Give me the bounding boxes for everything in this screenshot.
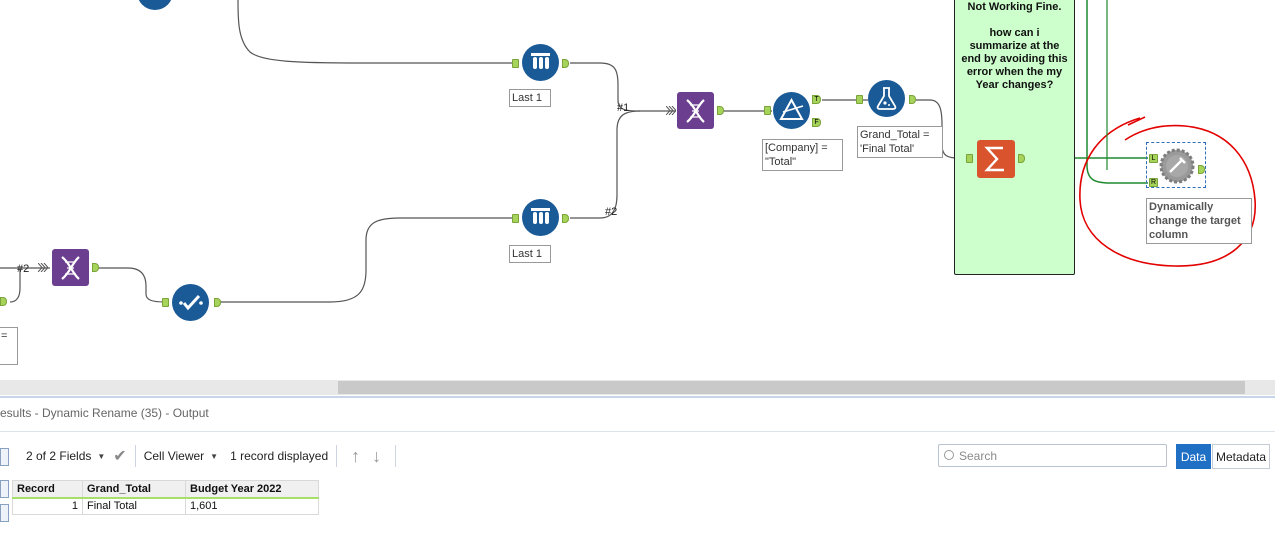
dynamic-rename-icon bbox=[1158, 147, 1196, 185]
summarize-icon bbox=[977, 140, 1015, 178]
output-anchor[interactable] bbox=[562, 59, 569, 68]
arrow-down-icon[interactable]: ↓ bbox=[372, 445, 382, 466]
sample-bottom-annotation: Last 1 bbox=[509, 245, 551, 263]
formula-tool[interactable] bbox=[856, 80, 920, 120]
cell-viewer-label: Cell Viewer bbox=[143, 449, 205, 463]
input-anchor[interactable] bbox=[512, 59, 519, 68]
chevron-down-icon: ▼ bbox=[210, 451, 219, 461]
rail-list-icon[interactable] bbox=[0, 480, 9, 498]
wire-label-left: #2 bbox=[17, 263, 30, 275]
true-label: T bbox=[814, 96, 819, 103]
union-tool-left[interactable] bbox=[38, 249, 102, 289]
toolbar-divider bbox=[336, 445, 338, 467]
left-partial-annotation: = bbox=[0, 327, 18, 365]
multi-input-anchor[interactable] bbox=[666, 106, 676, 115]
output-anchor[interactable] bbox=[1198, 165, 1205, 174]
wire-label-1: #1 bbox=[617, 102, 630, 114]
records-displayed: 1 record displayed bbox=[230, 449, 329, 463]
results-side-rail bbox=[0, 436, 10, 536]
input-anchor[interactable] bbox=[966, 154, 973, 163]
output-anchor[interactable] bbox=[92, 263, 99, 272]
dynamic-rename-tool[interactable]: L R bbox=[1146, 142, 1208, 190]
filter-tool[interactable]: T F bbox=[764, 92, 826, 132]
sample-tool-top[interactable] bbox=[510, 44, 572, 84]
check-tool[interactable] bbox=[160, 284, 224, 324]
filter-true-anchor[interactable]: T bbox=[812, 95, 821, 104]
rename-left-anchor[interactable]: L bbox=[1149, 154, 1158, 163]
canvas-horizontal-scrollbar[interactable] bbox=[0, 380, 1275, 395]
checkmark-icon[interactable]: ✔ bbox=[113, 448, 127, 465]
results-grid[interactable]: Record Grand_Total Budget Year 2022 1 Fi… bbox=[12, 480, 319, 515]
workflow-canvas[interactable]: Last 1 Last 1 #1 #2 T F bbox=[0, 0, 1275, 380]
multi-input-anchor[interactable] bbox=[38, 263, 48, 272]
formula-icon bbox=[868, 80, 905, 117]
results-toolbar: 2 of 2 Fields ▼ ✔ Cell Viewer ▼ 1 record… bbox=[26, 444, 404, 468]
sample-tool-bottom[interactable] bbox=[510, 199, 572, 239]
input-anchor[interactable] bbox=[162, 298, 169, 307]
dynamic-rename-annotation: Dynamically change the target column bbox=[1146, 198, 1252, 244]
output-anchor[interactable] bbox=[214, 298, 221, 307]
arrow-up-icon[interactable]: ↑ bbox=[351, 445, 361, 466]
header-row: Record Grand_Total Budget Year 2022 bbox=[12, 480, 319, 499]
sample-top-annotation: Last 1 bbox=[509, 89, 551, 107]
left-edge-anchor[interactable] bbox=[0, 297, 7, 306]
input-anchor[interactable] bbox=[856, 95, 863, 104]
budget-year-cell[interactable]: 1,601 bbox=[185, 497, 319, 515]
column-header[interactable]: Budget Year 2022 bbox=[185, 480, 319, 499]
fields-label: 2 of 2 Fields bbox=[26, 449, 92, 463]
tab-data[interactable]: Data bbox=[1176, 444, 1211, 469]
right-label: R bbox=[1150, 179, 1157, 186]
rename-right-anchor[interactable]: R bbox=[1149, 178, 1158, 187]
output-anchor[interactable] bbox=[909, 95, 916, 104]
toolbar-divider bbox=[395, 445, 397, 467]
sample-icon bbox=[522, 199, 559, 236]
output-anchor[interactable] bbox=[1018, 154, 1025, 163]
filter-false-anchor[interactable]: F bbox=[812, 118, 821, 127]
column-header[interactable]: Grand_Total bbox=[82, 480, 186, 499]
table-row[interactable]: 1 Final Total 1,601 bbox=[12, 497, 319, 515]
input-tool-partial[interactable] bbox=[137, 0, 173, 10]
cell-viewer-dropdown[interactable]: Cell Viewer ▼ bbox=[144, 449, 218, 463]
column-header[interactable]: Record bbox=[12, 480, 83, 499]
summarize-tool[interactable] bbox=[966, 140, 1030, 180]
search-box[interactable] bbox=[938, 444, 1167, 467]
union-tool[interactable] bbox=[664, 92, 724, 132]
toolbar-divider bbox=[134, 445, 136, 467]
comment-box[interactable]: Not Working Fine. how can i summarize at… bbox=[954, 0, 1075, 275]
grand-total-cell[interactable]: Final Total bbox=[82, 497, 186, 515]
results-title: esults - Dynamic Rename (35) - Output bbox=[0, 406, 209, 420]
results-divider bbox=[0, 431, 1275, 432]
search-icon bbox=[944, 450, 954, 460]
selection-outline bbox=[1146, 142, 1206, 188]
red-highlight-circle bbox=[1079, 116, 1256, 267]
scrollbar-thumb[interactable] bbox=[338, 381, 1245, 394]
output-anchor[interactable] bbox=[562, 214, 569, 223]
union-icon bbox=[52, 249, 89, 286]
union-icon bbox=[677, 92, 714, 129]
left-label: L bbox=[1151, 155, 1156, 162]
wire-label-2: #2 bbox=[605, 206, 618, 218]
formula-annotation: Grand_Total = 'Final Total' bbox=[857, 126, 943, 158]
rail-grid-icon[interactable] bbox=[0, 448, 9, 466]
filter-annotation: [Company] = "Total" bbox=[762, 139, 843, 171]
sample-icon bbox=[522, 44, 559, 81]
filter-icon bbox=[773, 92, 810, 129]
fields-dropdown[interactable]: 2 of 2 Fields ▼ bbox=[26, 449, 105, 463]
tab-metadata[interactable]: Metadata bbox=[1212, 444, 1270, 469]
false-label: F bbox=[814, 119, 819, 126]
results-pane: esults - Dynamic Rename (35) - Output 2 … bbox=[0, 396, 1275, 537]
chevron-down-icon: ▼ bbox=[97, 451, 106, 461]
input-anchor[interactable] bbox=[764, 106, 771, 115]
check-icon bbox=[172, 284, 209, 321]
rail-search-icon[interactable] bbox=[0, 504, 9, 522]
record-cell[interactable]: 1 bbox=[12, 497, 83, 515]
input-anchor[interactable] bbox=[512, 214, 519, 223]
search-input[interactable] bbox=[959, 448, 1159, 464]
output-anchor[interactable] bbox=[717, 106, 724, 115]
